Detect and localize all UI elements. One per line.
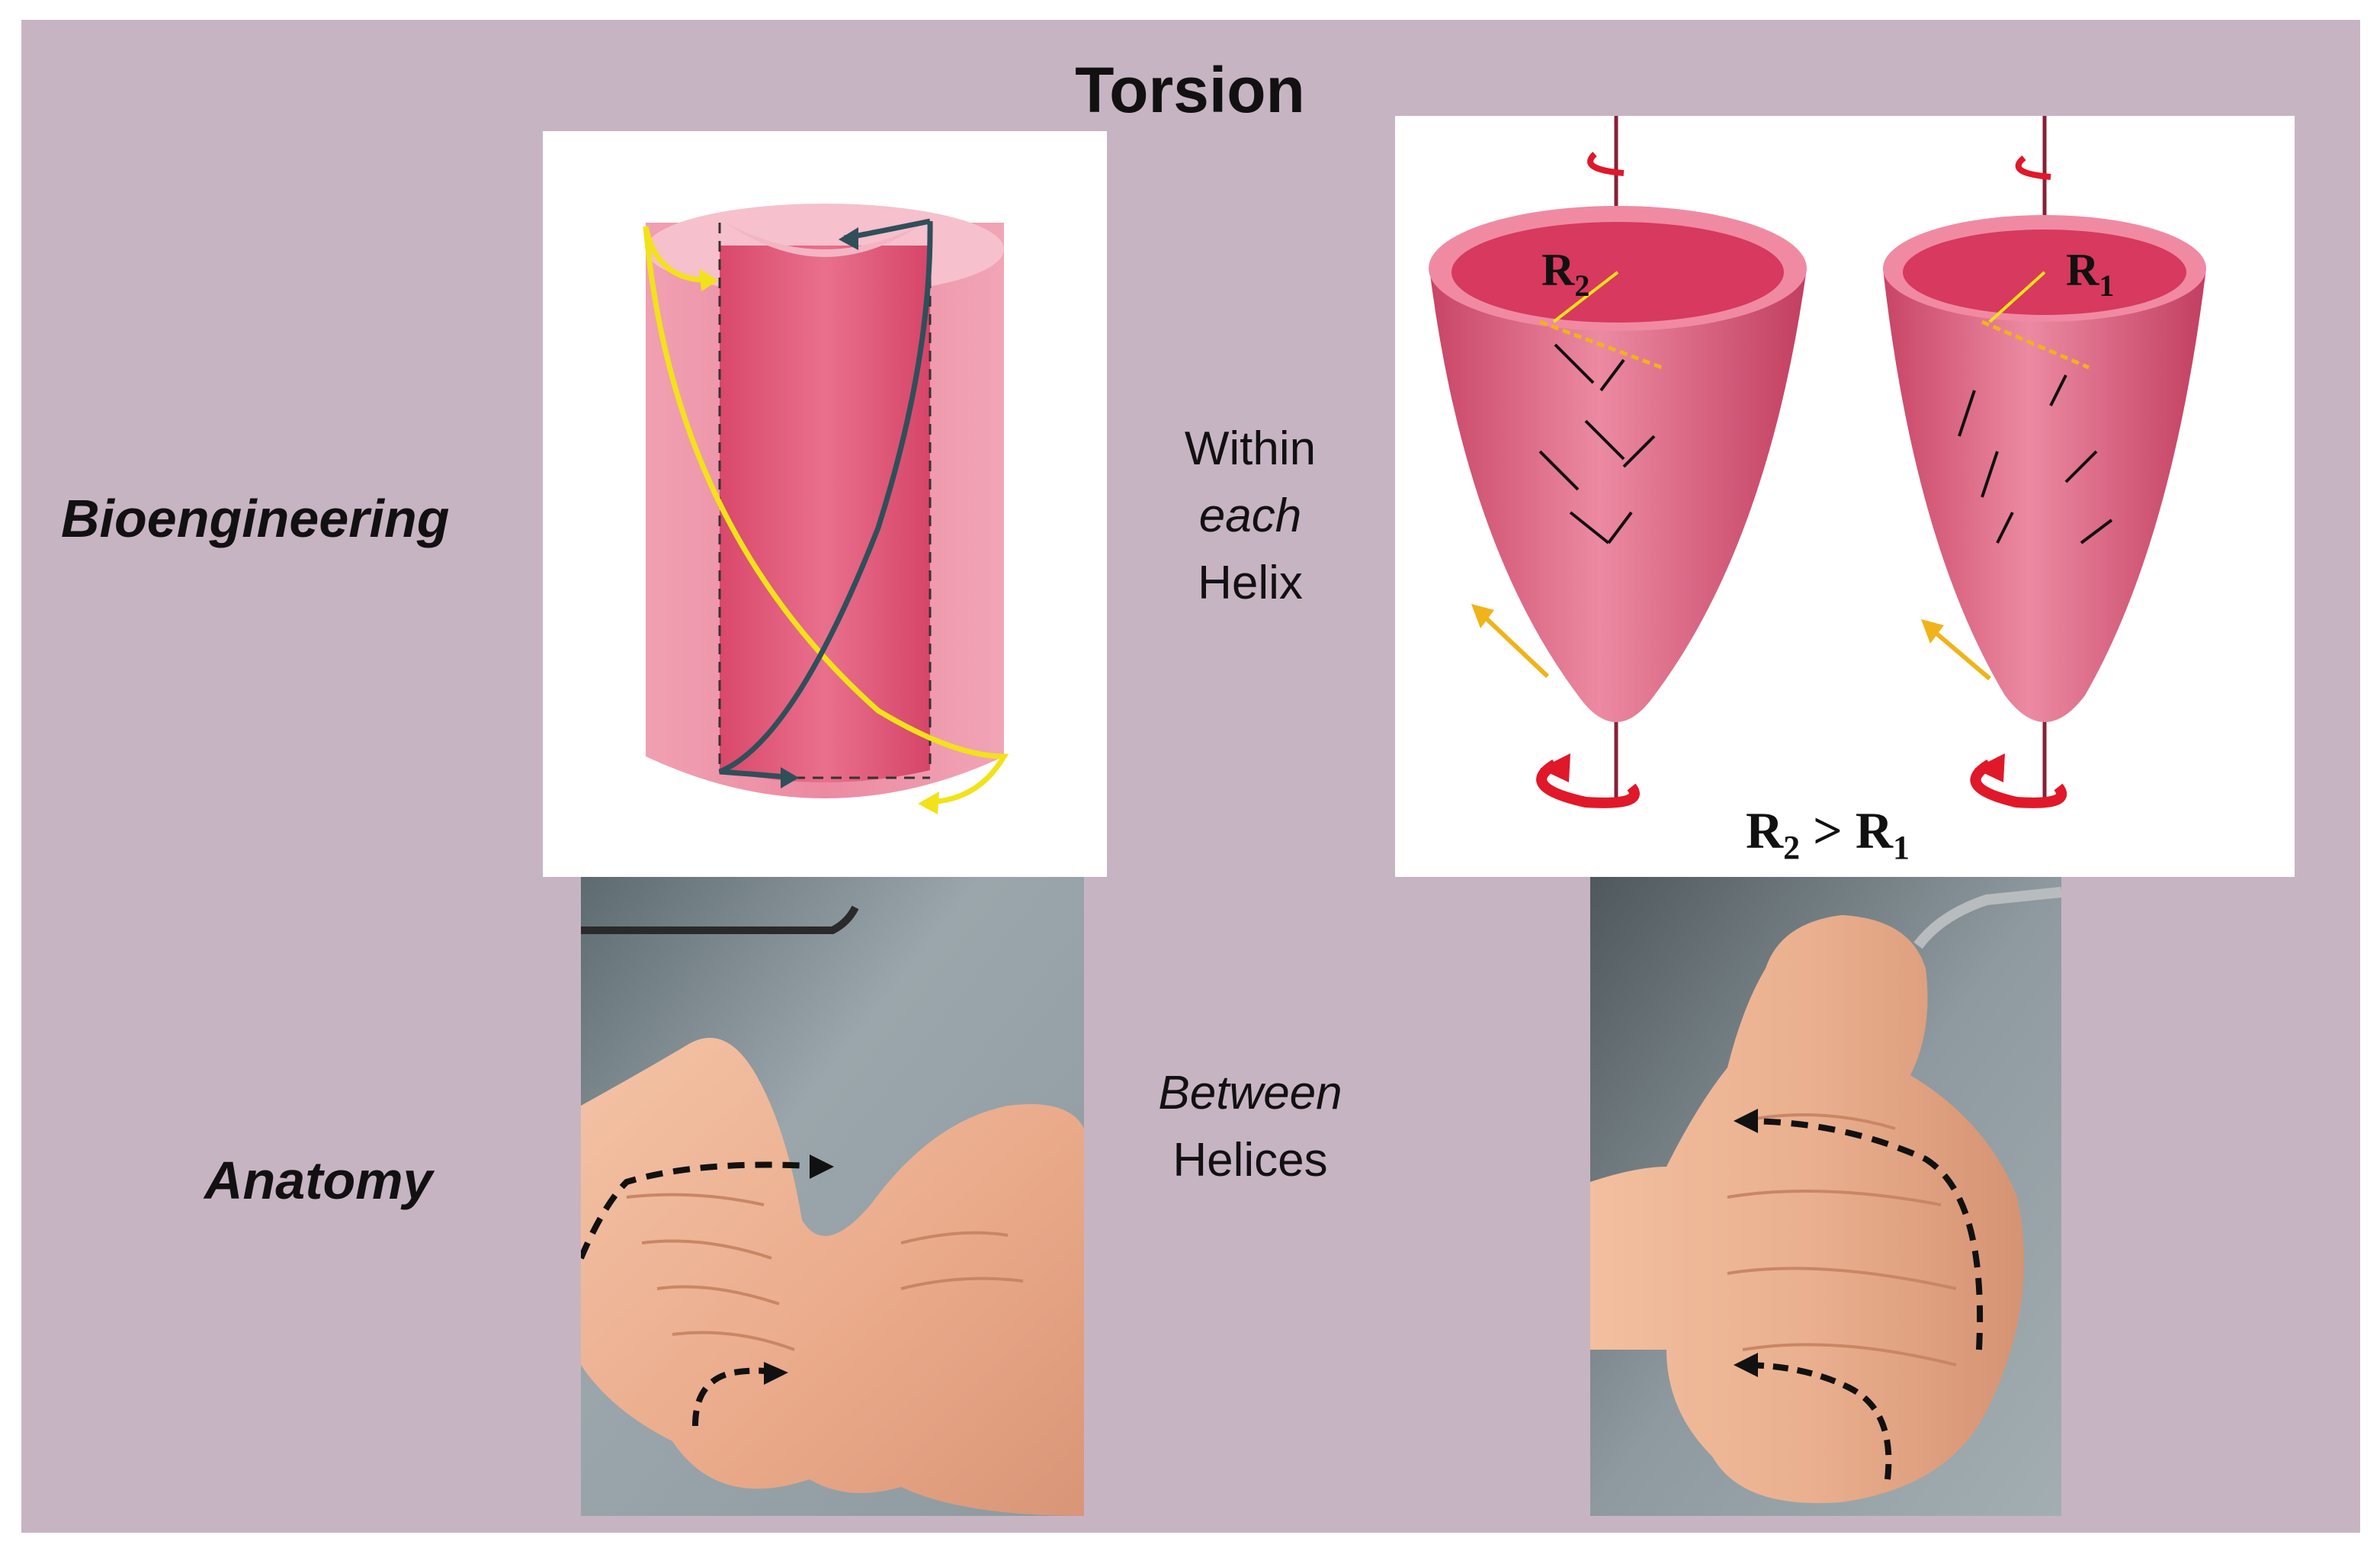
left-fiber-arrows bbox=[1538, 343, 1656, 544]
left-upper-vector bbox=[1539, 320, 1663, 370]
helix-arrow-lower bbox=[692, 1367, 780, 1427]
right-bottom-rotation bbox=[1970, 759, 2067, 808]
cones-svg: R2 R1 R2 > R1 bbox=[1429, 116, 2206, 866]
right-bottom-rotation-head bbox=[1974, 753, 2005, 782]
left-radius-line bbox=[1552, 271, 1619, 323]
helices-word: Helices bbox=[1172, 1134, 1328, 1187]
helix-word: Helix bbox=[1198, 557, 1303, 609]
yellow-arrowhead-bottom bbox=[918, 792, 939, 814]
cylinder-helix-diagram bbox=[543, 131, 1107, 877]
yellow-arrowhead-top bbox=[699, 268, 718, 291]
each-word: each bbox=[1198, 490, 1302, 542]
bioengineering-label: Bioengineering bbox=[61, 489, 450, 548]
anatomy-photo-folded bbox=[1590, 877, 2061, 1516]
top-cutout bbox=[726, 223, 924, 257]
helix-arrow-lower-head bbox=[1734, 1353, 1758, 1377]
helix-arrow-upper bbox=[1742, 1118, 1984, 1350]
right-fiber-arrows bbox=[1958, 374, 2113, 544]
right-lower-vector-head bbox=[1921, 619, 1944, 644]
anatomy-photo-right-svg bbox=[1590, 877, 2061, 1516]
right-radius-line bbox=[1988, 271, 2046, 323]
left-radius-label: R2 bbox=[1541, 245, 1589, 303]
tissue-texture bbox=[1727, 1113, 1957, 1366]
right-radius-label: R1 bbox=[2066, 245, 2114, 303]
forceps bbox=[1913, 887, 2061, 949]
left-bottom-rotation bbox=[1536, 759, 1640, 808]
left-bottom-rotation-head bbox=[1540, 753, 1570, 782]
helix-arrow-upper-head bbox=[810, 1154, 834, 1179]
within-word: Within bbox=[1184, 422, 1317, 475]
right-lower-vector bbox=[1927, 625, 1991, 681]
right-top-rotation bbox=[2015, 155, 2051, 180]
forceps bbox=[581, 905, 859, 934]
between-helices-text: Between Helices bbox=[1113, 1060, 1387, 1194]
inner-lumen bbox=[720, 246, 930, 782]
helix-arrow-lower bbox=[1742, 1362, 1892, 1480]
right-upper-vector bbox=[1981, 320, 2090, 370]
unfolded-myocardium bbox=[581, 1038, 1084, 1516]
helix-arrow-upper-head bbox=[1734, 1109, 1758, 1133]
left-lower-vector-head bbox=[1471, 604, 1494, 628]
teal-arrowhead-top bbox=[839, 227, 858, 250]
cone-torsion-diagram: R2 R1 R2 > R1 bbox=[1395, 116, 2295, 877]
radius-comparison: R2 > R1 bbox=[1746, 801, 1910, 866]
right-cone-body bbox=[1883, 268, 2206, 722]
teal-arrowhead-bottom bbox=[781, 767, 799, 788]
helix-arrow-lower-head bbox=[764, 1362, 788, 1385]
anatomy-photo-unfolded bbox=[581, 877, 1084, 1516]
between-word: Between bbox=[1158, 1067, 1342, 1119]
left-cone-body bbox=[1429, 268, 1807, 722]
helix-arrow-upper bbox=[581, 1161, 826, 1260]
anatomy-photo-left-svg bbox=[581, 877, 1084, 1516]
anatomy-label: Anatomy bbox=[204, 1151, 433, 1210]
left-top-rotation bbox=[1587, 152, 1625, 176]
within-each-helix-text: Within each Helix bbox=[1143, 416, 1357, 617]
left-lower-vector bbox=[1477, 609, 1550, 679]
cylinder-svg bbox=[643, 204, 1009, 814]
tissue-texture bbox=[626, 1193, 1024, 1351]
slide-title: Torsion bbox=[1075, 54, 1305, 126]
